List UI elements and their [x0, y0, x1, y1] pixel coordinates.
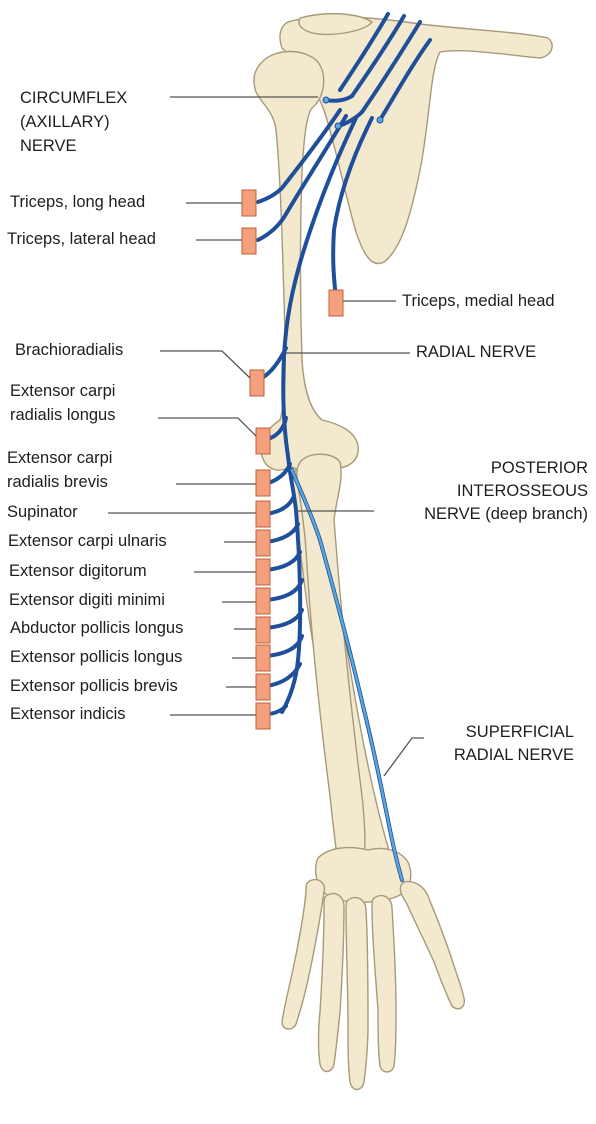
- nerve-end-cap: [323, 97, 329, 103]
- ring-finger-bones: [319, 894, 345, 1072]
- label-apl: Abductor pollicis longus: [10, 618, 183, 639]
- marker-ecrb: [256, 470, 270, 496]
- label-edm: Extensor digiti minimi: [9, 590, 165, 611]
- label-ecrb-line1: Extensor carpi: [7, 448, 112, 469]
- marker-supinator: [256, 501, 270, 527]
- marker-epl: [256, 645, 270, 671]
- thumb-bones: [400, 882, 464, 1009]
- marker-triceps-long: [242, 190, 256, 216]
- little-finger-bones: [282, 880, 324, 1029]
- label-srn-line2: RADIAL NERVE: [454, 745, 574, 766]
- nerve-apl: [266, 610, 302, 628]
- marker-brachioradialis: [250, 370, 264, 396]
- marker-ei: [256, 703, 270, 729]
- label-srn-line1: SUPERFICIAL: [466, 722, 574, 743]
- marker-ecu: [256, 530, 270, 556]
- ulna: [297, 454, 365, 866]
- nerve-ecu: [266, 524, 298, 542]
- label-supinator: Supinator: [7, 502, 78, 523]
- nerve-epl: [266, 636, 302, 656]
- label-pin-line1: POSTERIOR: [491, 458, 588, 479]
- label-ei: Extensor indicis: [10, 704, 126, 725]
- label-ecrl-line2: radialis longus: [10, 405, 115, 426]
- nerve-edm: [266, 580, 302, 600]
- label-circumflex-line3: NERVE: [20, 136, 77, 157]
- label-radial-nerve: RADIAL NERVE: [416, 342, 536, 363]
- marker-ecrl: [256, 428, 270, 454]
- marker-triceps-lateral: [242, 228, 256, 254]
- label-triceps-long: Triceps, long head: [10, 192, 145, 213]
- nerve-end-cap: [377, 117, 383, 123]
- label-ecu: Extensor carpi ulnaris: [8, 531, 167, 552]
- leader-srn: [384, 738, 424, 776]
- label-brachioradialis: Brachioradialis: [15, 340, 123, 361]
- label-ecrl-line1: Extensor carpi: [10, 381, 115, 402]
- leader-brachioradialis: [160, 351, 250, 378]
- marker-epb: [256, 674, 270, 700]
- marker-edm: [256, 588, 270, 614]
- nerve-ed: [266, 552, 300, 570]
- label-ecrb-line2: radialis brevis: [7, 472, 108, 493]
- middle-finger-bones: [346, 898, 368, 1090]
- marker-apl: [256, 617, 270, 643]
- marker-triceps-medial: [329, 290, 343, 316]
- label-triceps-lateral: Triceps, lateral head: [7, 229, 156, 250]
- label-circumflex-line2: (AXILLARY): [20, 112, 110, 133]
- nerve-end-cap: [335, 123, 341, 129]
- label-pin-line3: NERVE (deep branch): [424, 504, 588, 525]
- label-pin-line2: INTEROSSEOUS: [457, 481, 588, 502]
- leader-ecrl: [158, 418, 256, 436]
- index-finger-bones: [372, 896, 396, 1072]
- marker-ed: [256, 559, 270, 585]
- label-ed: Extensor digitorum: [9, 561, 147, 582]
- label-triceps-medial: Triceps, medial head: [402, 291, 555, 312]
- label-epl: Extensor pollicis longus: [10, 647, 182, 668]
- label-epb: Extensor pollicis brevis: [10, 676, 178, 697]
- label-circumflex-line1: CIRCUMFLEX: [20, 88, 127, 109]
